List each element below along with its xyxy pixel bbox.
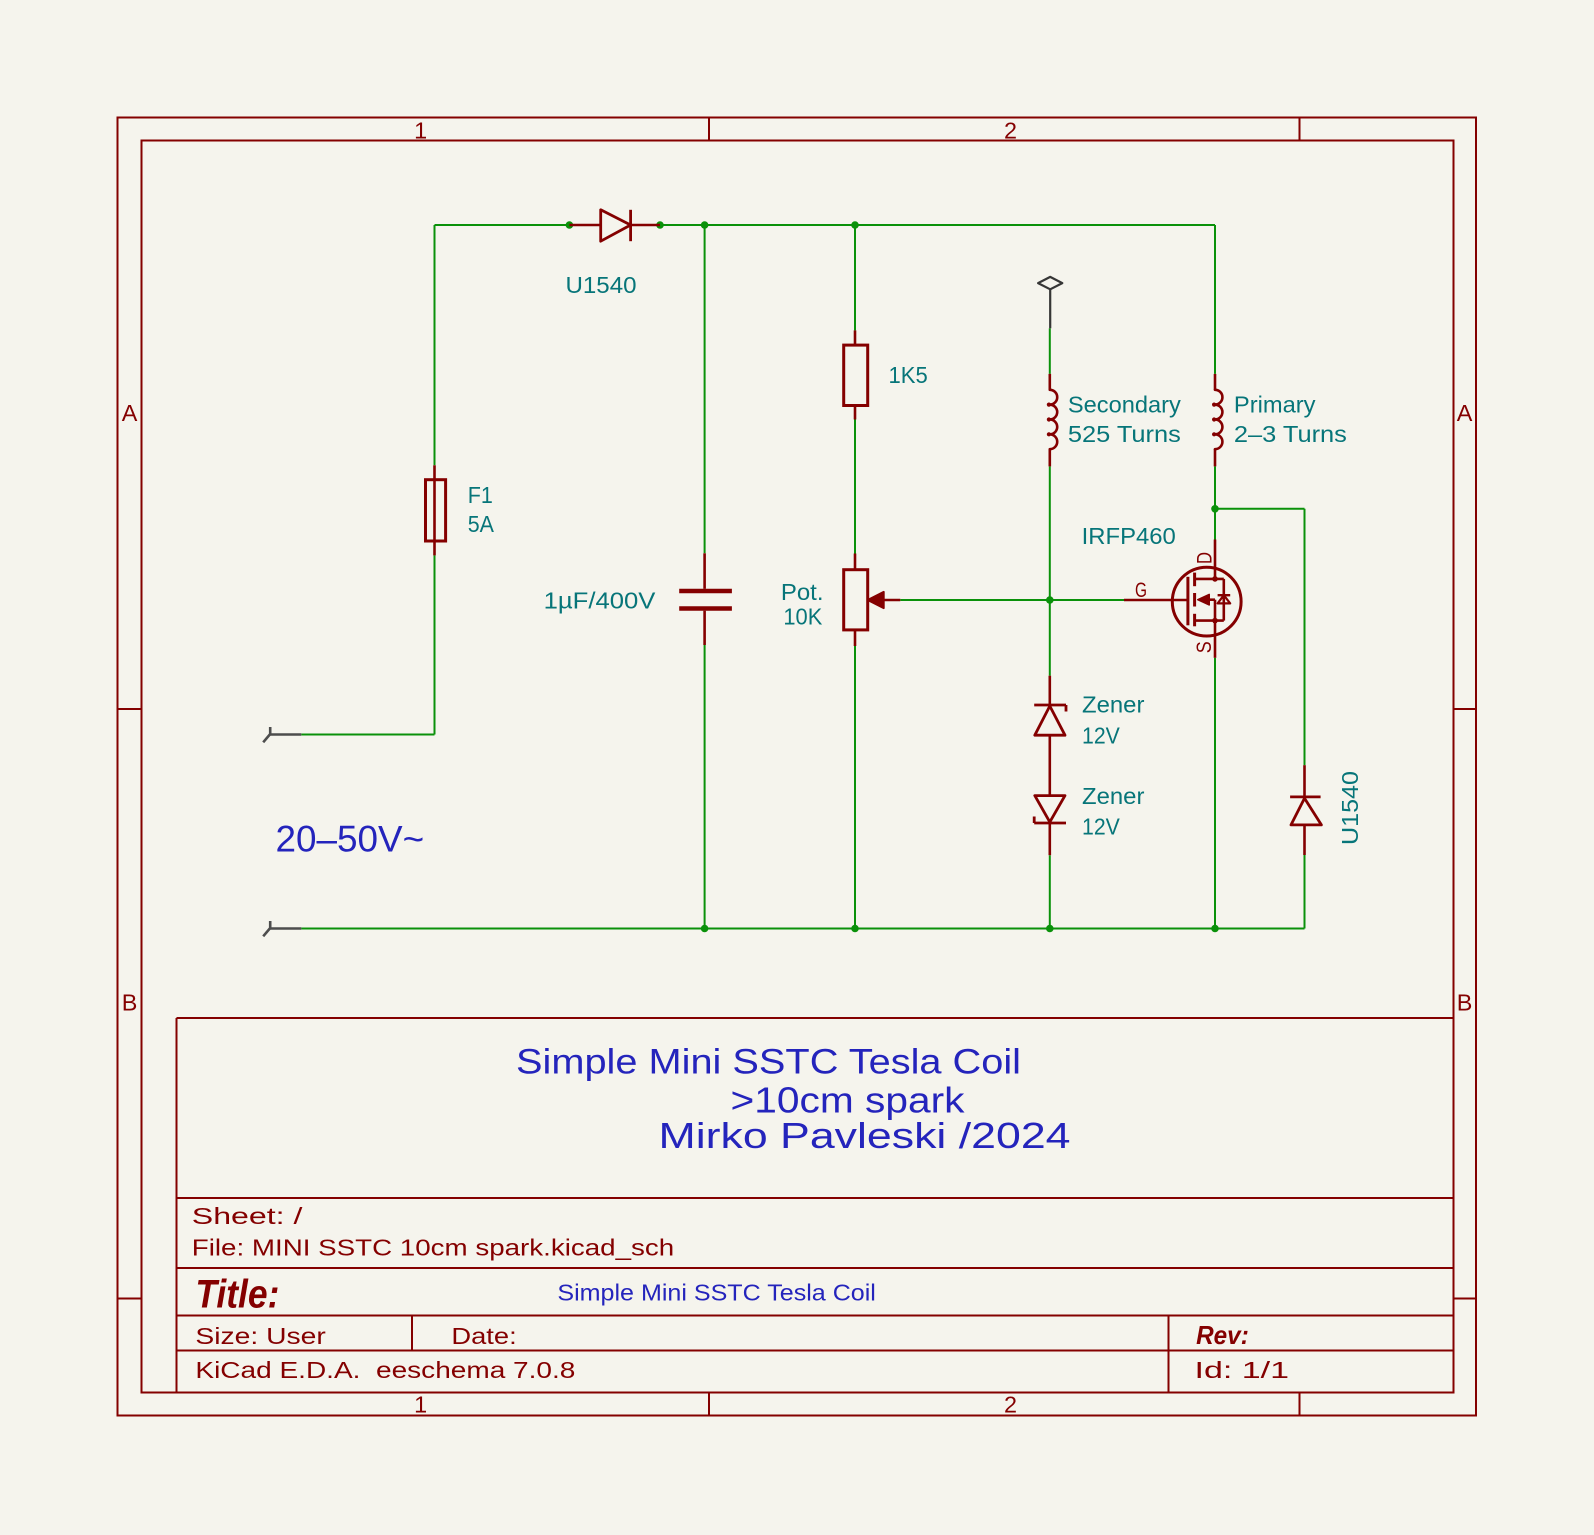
svg-text:1: 1 (414, 118, 427, 144)
svg-text:Date:: Date: (451, 1323, 516, 1349)
svg-text:1µF/400V: 1µF/400V (544, 588, 656, 614)
svg-text:Secondary: Secondary (1068, 391, 1181, 417)
svg-text:Primary: Primary (1234, 391, 1316, 417)
svg-text:Mirko Pavleski /2024: Mirko Pavleski /2024 (659, 1115, 1071, 1156)
svg-text:Simple Mini SSTC Tesla Coil: Simple Mini SSTC Tesla Coil (557, 1279, 876, 1305)
svg-text:A: A (122, 400, 138, 426)
svg-text:A: A (1457, 400, 1473, 426)
svg-text:5A: 5A (468, 511, 495, 537)
svg-text:Id: 1/1: Id: 1/1 (1195, 1357, 1290, 1383)
svg-text:S: S (1193, 641, 1216, 653)
svg-text:Simple Mini SSTC Tesla Coil: Simple Mini SSTC Tesla Coil (516, 1042, 1021, 1081)
svg-text:2: 2 (1004, 118, 1017, 144)
svg-text:G: G (1135, 579, 1147, 602)
svg-text:10K: 10K (783, 603, 822, 629)
svg-text:B: B (1457, 990, 1473, 1016)
svg-text:2–3 Turns: 2–3 Turns (1234, 421, 1347, 447)
svg-text:1: 1 (414, 1392, 427, 1418)
svg-text:12V: 12V (1082, 813, 1120, 839)
svg-text:12V: 12V (1082, 723, 1120, 749)
svg-text:Zener: Zener (1082, 783, 1145, 809)
svg-text:2: 2 (1004, 1392, 1017, 1418)
svg-text:F1: F1 (468, 482, 493, 508)
svg-text:1K5: 1K5 (889, 362, 928, 388)
svg-text:525 Turns: 525 Turns (1068, 421, 1181, 447)
svg-text:Pot.: Pot. (781, 579, 824, 605)
svg-text:D: D (1193, 552, 1216, 564)
svg-text:>10cm spark: >10cm spark (731, 1080, 966, 1121)
svg-text:IRFP460: IRFP460 (1082, 523, 1176, 549)
svg-text:Title:: Title: (195, 1273, 279, 1317)
svg-text:U1540: U1540 (566, 272, 637, 298)
svg-text:Rev:: Rev: (1196, 1320, 1249, 1350)
svg-text:Zener: Zener (1082, 692, 1145, 718)
svg-text:Size: User: Size: User (195, 1323, 326, 1349)
svg-text:KiCad E.D.A. eeschema 7.0.8: KiCad E.D.A. eeschema 7.0.8 (195, 1357, 575, 1383)
svg-text:20–50V~: 20–50V~ (276, 818, 425, 859)
svg-text:File: MINI SSTC 10cm spark.kic: File: MINI SSTC 10cm spark.kicad_sch (192, 1235, 674, 1261)
svg-text:B: B (122, 990, 138, 1016)
svg-text:Sheet: /: Sheet: / (192, 1203, 303, 1229)
svg-text:U1540: U1540 (1337, 771, 1363, 845)
